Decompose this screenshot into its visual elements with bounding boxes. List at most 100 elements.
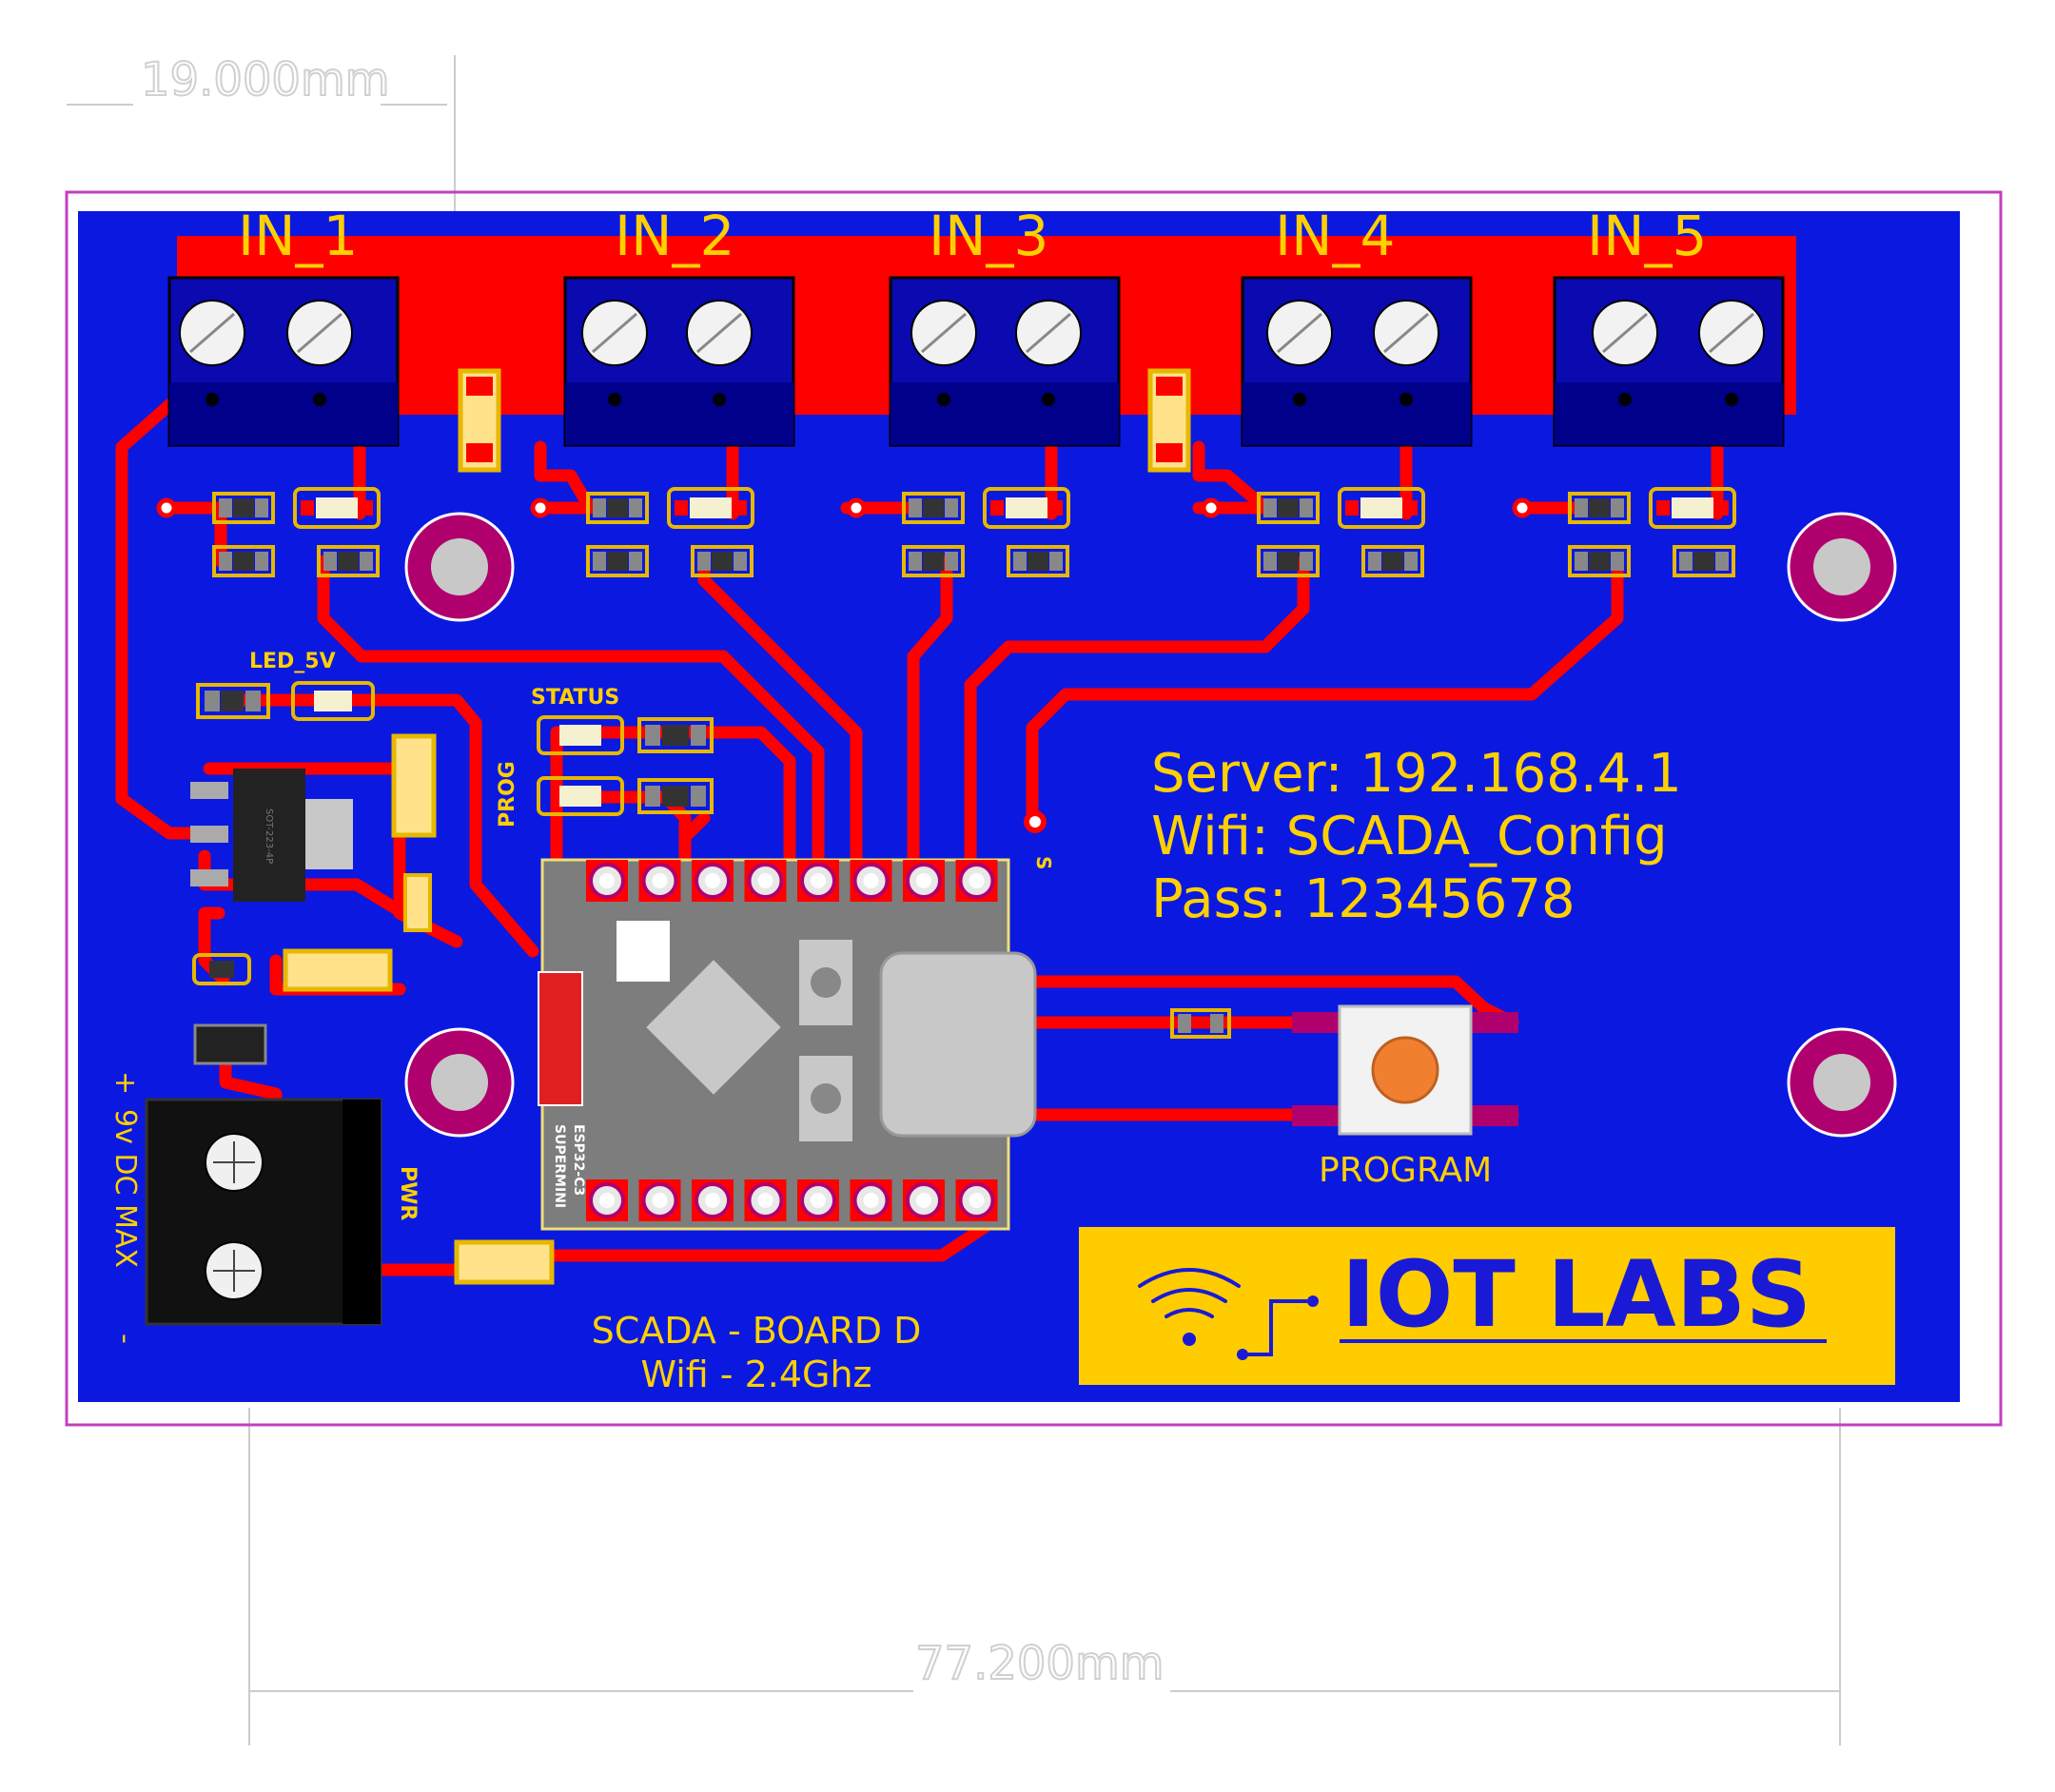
s-label: S [1032, 856, 1055, 869]
led [293, 487, 381, 529]
board-outline [65, 190, 2003, 1427]
input-channel-components [846, 487, 1070, 577]
dimension-height [67, 55, 456, 211]
pwr-label: PWR [396, 1166, 420, 1220]
board-name: SCADA - BOARD D Wifi - 2.4Ghz [592, 1310, 922, 1395]
resistor [1568, 545, 1631, 577]
height-dimension-label: 19.000mm [141, 53, 389, 107]
led [1338, 487, 1425, 529]
resistor [212, 492, 275, 524]
board-title: SCADA - BOARD D [592, 1310, 922, 1352]
input-label-4: IN_4 [1275, 204, 1395, 268]
program-label: PROGRAM [1319, 1151, 1492, 1190]
width-dimension-label: 77.200mm [915, 1637, 1164, 1690]
input-label-1: IN_1 [238, 204, 358, 268]
via [1512, 497, 1533, 518]
power-terminal [145, 1098, 382, 1326]
module-pin [638, 1179, 681, 1221]
pass-info: Pass: 12345678 [1151, 868, 1576, 930]
terminal-block-2 [563, 276, 795, 447]
resistor [902, 492, 965, 524]
via [846, 497, 867, 518]
capacitor [391, 733, 437, 838]
module-pins [586, 860, 998, 1221]
terminal-block-3 [889, 276, 1121, 447]
power-capacitors [192, 733, 555, 1285]
input-channel-components [156, 487, 381, 577]
logo-text: IOT LABS [1341, 1241, 1811, 1348]
terminal-block-1 [167, 276, 400, 447]
module-pin [586, 860, 628, 902]
diode [193, 1023, 267, 1065]
resistor [1257, 545, 1320, 577]
terminal-block-4 [1241, 276, 1473, 447]
mounting-hole [1787, 512, 1897, 622]
mounting-hole [404, 1027, 515, 1138]
mounting-hole [404, 512, 515, 622]
resistor [586, 492, 649, 524]
module-pin [586, 1179, 628, 1221]
module-pin [744, 860, 787, 902]
wifi-info: Server: 192.168.4.1 Wifi: SCADA_Config P… [1151, 743, 1682, 930]
resistor [317, 545, 380, 577]
led-5v-components [196, 681, 375, 721]
input-channel-components [1512, 487, 1736, 577]
module-pin [692, 1179, 734, 1221]
voltage-regulator: SOT-223-4P [190, 769, 353, 902]
module-pin [638, 860, 681, 902]
module-pin [850, 1179, 892, 1221]
program-button [1170, 1004, 1518, 1136]
regulator-marking: SOT-223-4P [264, 808, 274, 864]
top-capacitors [458, 368, 1191, 473]
signal-line-icon [1243, 1299, 1313, 1356]
input-labels: IN_1 IN_2 IN_3 IN_4 IN_5 [238, 204, 1707, 268]
resistor [902, 545, 965, 577]
led-5v-label: LED_5V [249, 650, 336, 673]
module-line1: ESP32-C3 [571, 1124, 586, 1196]
via [1201, 497, 1222, 518]
module-pin [903, 860, 945, 902]
iot-labs-logo: IOT LABS [1079, 1227, 1895, 1385]
led [1649, 487, 1736, 529]
power-minus: - [108, 1334, 142, 1344]
via [156, 497, 177, 518]
resistor [1673, 545, 1735, 577]
module-line2: SUPERMINI [552, 1124, 567, 1208]
esp32-module: ESP32-C3 SUPERMINI [538, 858, 1037, 1231]
module-pin [955, 1179, 998, 1221]
resistor [1568, 492, 1631, 524]
board-radio: Wifi - 2.4Ghz [640, 1354, 871, 1395]
prog-label: PROG [496, 761, 519, 828]
resistor [1361, 545, 1424, 577]
capacitor [403, 873, 432, 932]
resistor [212, 545, 275, 577]
power-label: + 9v DC MAX - [108, 1071, 142, 1344]
input-channel-components [1201, 487, 1425, 577]
input-label-3: IN_3 [929, 204, 1048, 268]
input-label-2: IN_2 [615, 204, 734, 268]
via [1024, 810, 1047, 833]
terminal-block-5 [1553, 276, 1785, 447]
status-leds [537, 715, 714, 816]
module-pin [797, 860, 839, 902]
resistor [1257, 492, 1320, 524]
resistor [586, 545, 649, 577]
module-pin [797, 1179, 839, 1221]
led [667, 487, 754, 529]
module-pin [692, 860, 734, 902]
module-pin [903, 1179, 945, 1221]
dimension-width [248, 1408, 1841, 1745]
wifi-info-line: Wifi: SCADA_Config [1151, 806, 1668, 867]
input-smd-rows [156, 487, 1736, 577]
status-label: STATUS [531, 686, 619, 710]
usb-c-connector [879, 951, 1037, 1138]
capacitor [283, 948, 393, 992]
mounting-holes [404, 512, 1897, 1138]
module-pin [744, 1179, 787, 1221]
input-label-5: IN_5 [1587, 204, 1707, 268]
module-pin [955, 860, 998, 902]
resistor [1007, 545, 1069, 577]
wifi-icon [1138, 1268, 1241, 1318]
module-pin [850, 860, 892, 902]
